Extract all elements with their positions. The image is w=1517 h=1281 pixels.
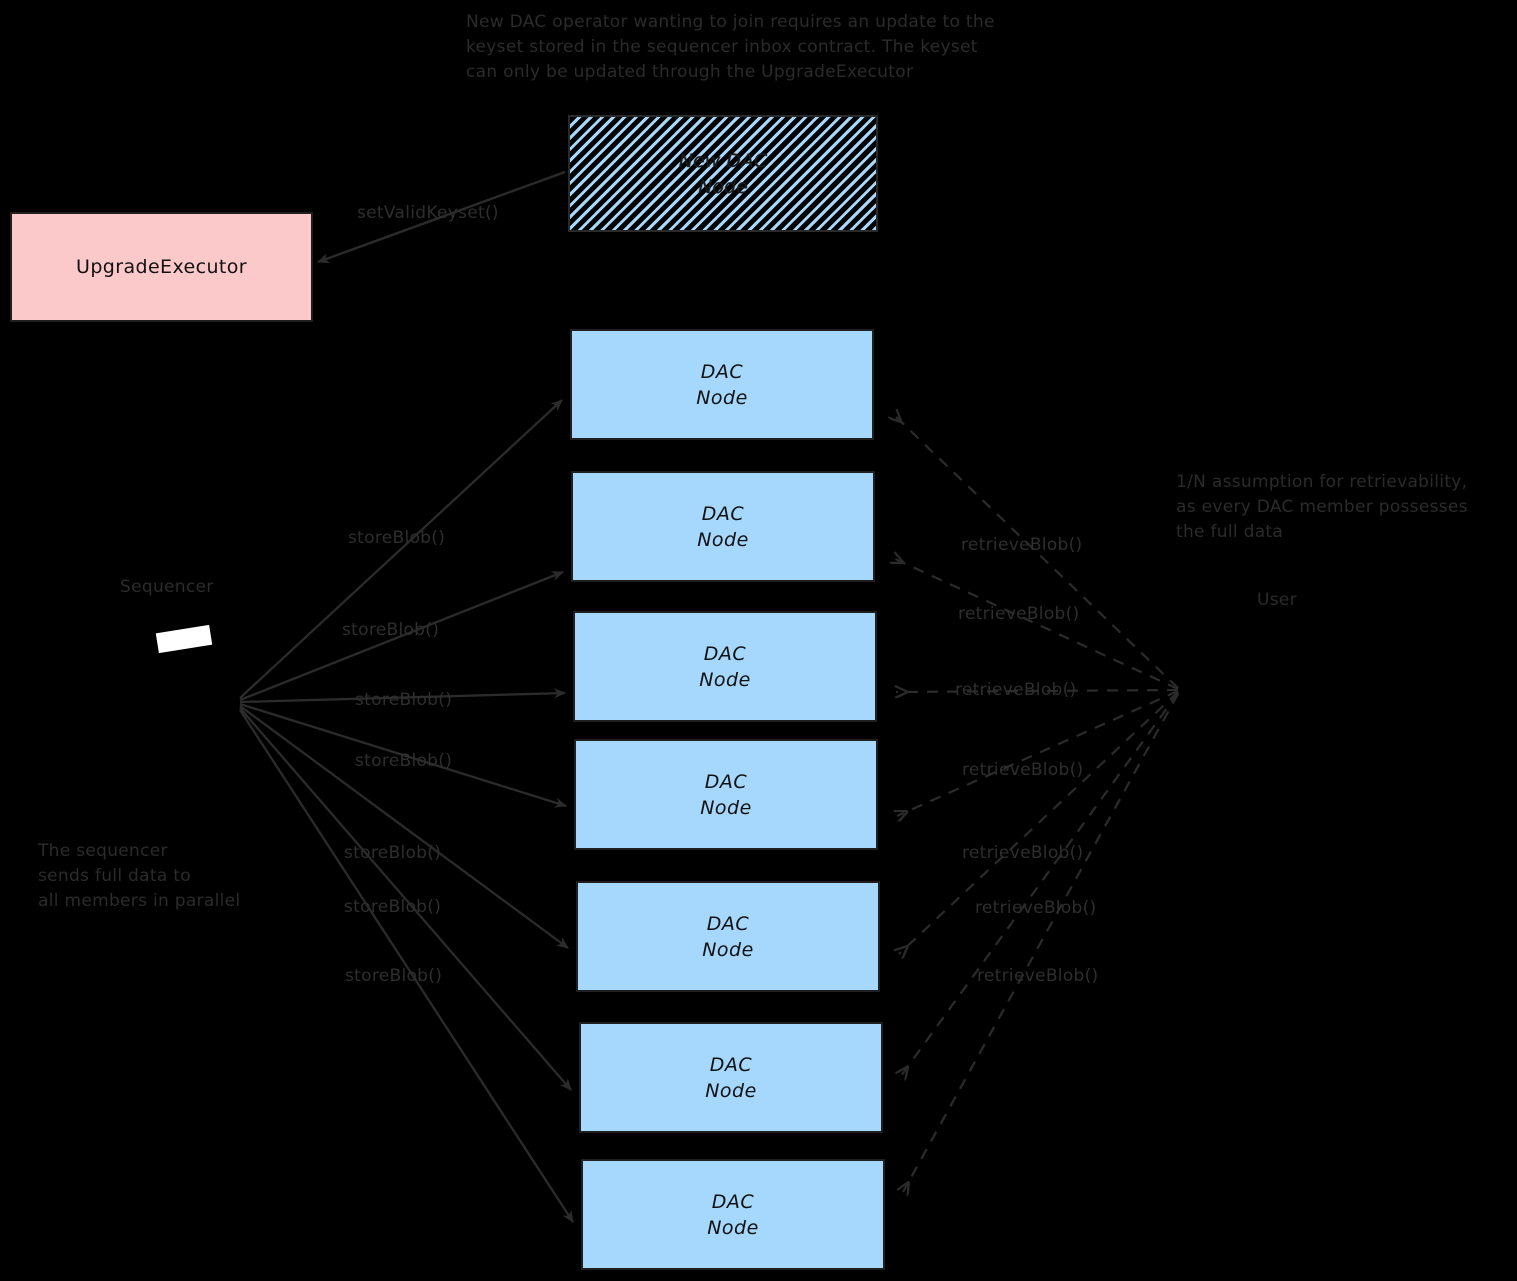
retrieve-blob-label-6: retrieveBlob() (975, 898, 1097, 918)
dac-node-2-line1: DAC (701, 502, 745, 525)
store-blob-label-5: storeBlob() (344, 843, 442, 863)
store-blob-label-1: storeBlob() (348, 528, 446, 548)
dac-node-4-line2: Node (700, 796, 752, 819)
store-blob-label-7: storeBlob() (345, 966, 443, 986)
retrieve-blob-label-2: retrieveBlob() (958, 604, 1080, 624)
dac-node-1[interactable]: DAC Node (570, 329, 874, 440)
dac-node-1-line1: DAC (700, 360, 744, 383)
dac-node-2-line2: Node (697, 528, 749, 551)
dac-node-5-line2: Node (702, 938, 754, 961)
retrieve-blob-label-1: retrieveBlob() (961, 535, 1083, 555)
retrieve-blob-label-4: retrieveBlob() (962, 760, 1084, 780)
set-valid-keyset-label: setValidKeyset() (357, 203, 499, 223)
sequencer-icon[interactable] (155, 624, 213, 654)
dac-node-4-line1: DAC (704, 770, 748, 793)
retrieve-blob-label-3: retrieveBlob() (955, 680, 1077, 700)
dac-node-3-line2: Node (699, 668, 751, 691)
new-dac-node-line2: Node (698, 175, 748, 198)
dac-node-7-line1: DAC (711, 1190, 755, 1213)
new-operator-note: New DAC operator wanting to join require… (466, 12, 995, 82)
store-blob-label-2: storeBlob() (342, 620, 440, 640)
retrieve-blob-label-5: retrieveBlob() (962, 843, 1084, 863)
dac-node-2[interactable]: DAC Node (571, 471, 875, 582)
dac-node-3[interactable]: DAC Node (573, 611, 877, 722)
edge-retrieve-blob-group (893, 414, 1179, 1192)
dac-node-1-line2: Node (696, 386, 748, 409)
retrieve-blob-label-7: retrieveBlob() (977, 966, 1099, 986)
dac-node-5[interactable]: DAC Node (576, 881, 880, 992)
dac-node-7-line2: Node (707, 1216, 759, 1239)
dac-node-7[interactable]: DAC Node (581, 1159, 885, 1270)
sequencer-note: The sequencer sends full data to all mem… (38, 841, 241, 911)
store-blob-label-6: storeBlob() (344, 897, 442, 917)
store-blob-label-3: storeBlob() (355, 690, 453, 710)
new-dac-node-box[interactable]: New DAC Node (568, 115, 878, 232)
dac-node-4[interactable]: DAC Node (574, 739, 878, 850)
dac-node-6[interactable]: DAC Node (579, 1022, 883, 1133)
user-note: 1/N assumption for retrievability, as ev… (1176, 472, 1468, 542)
sequencer-label: Sequencer (120, 577, 214, 597)
upgrade-executor-label: UpgradeExecutor (76, 256, 247, 278)
edge-store-blob-group (239, 399, 574, 1223)
upgrade-executor-box[interactable]: UpgradeExecutor (10, 212, 313, 322)
dac-node-5-line1: DAC (706, 912, 750, 935)
dac-node-3-line1: DAC (703, 642, 747, 665)
store-blob-label-4: storeBlob() (355, 751, 453, 771)
dac-node-6-line2: Node (705, 1079, 757, 1102)
dac-node-6-line1: DAC (709, 1053, 753, 1076)
new-dac-node-line1: New DAC (678, 149, 768, 172)
user-label: User (1257, 590, 1297, 610)
